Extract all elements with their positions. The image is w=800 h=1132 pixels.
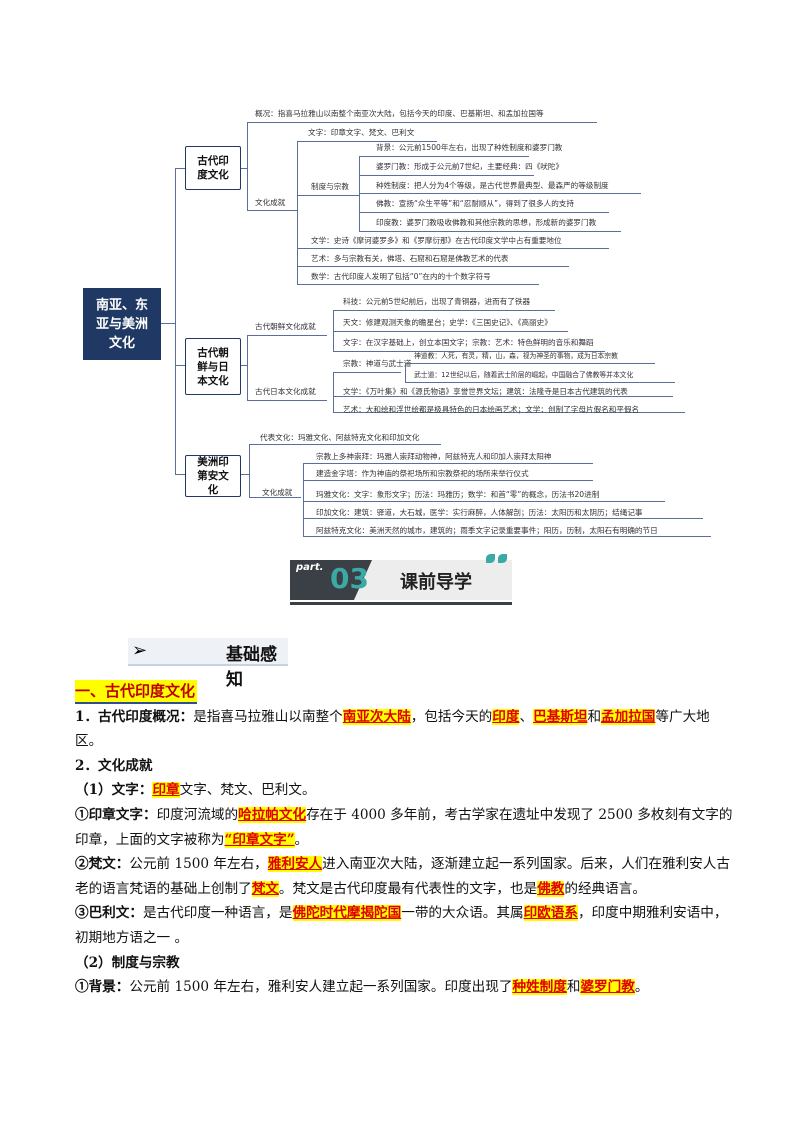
mind-map-americas-aztec: 阿兹特克文化：美洲天然的城市，建筑的；雨季文字记录重要事件；阳历，历制，太阳石有… — [316, 526, 658, 535]
paragraph-sanskrit: ②梵文：公元前 1500 年左右，雅利安人进入南亚次大陆，逐渐建立起一系列国家。… — [75, 856, 730, 897]
mind-map-japan-lit: 文学：《万叶集》和《源氏物语》享誉世界文坛；建筑：法隆寺是日本古代建筑的代表 — [343, 387, 628, 396]
mind-map-india-math: 数学：古代印度人发明了包括“0”在内的十个数字符号 — [311, 272, 491, 281]
mind-map-americas-religion: 宗教上多神崇拜：玛雅人崇拜动物神，阿兹特克人和印加人崇拜太阳神 — [316, 452, 552, 461]
leaf-icon — [498, 554, 507, 563]
paragraph-achievements-heading: 2．文化成就 — [75, 757, 153, 774]
paragraph-overview: 1．古代印度概况：是指喜马拉雅山以南整个南亚次大陆，包括今天的印度、巴基斯坦和孟… — [75, 708, 710, 750]
mind-map-japan-religion: 宗教：神道与武士道 — [343, 359, 412, 368]
body-text: 一、古代印度文化 1．古代印度概况：是指喜马拉雅山以南整个南亚次大陆，包括今天的… — [75, 680, 735, 1000]
mind-map-japan-art: 艺术：大和绘和浮世绘都是极具特色的日本绘画艺术；文学：创制了字母片假名和平假名 — [343, 405, 640, 414]
mind-map-india-overview: 概况：指喜马拉雅山以南整个南亚次大陆，包括今天的印度、巴基斯坦、和孟加拉国等 — [255, 109, 544, 118]
leaf-icon — [486, 554, 495, 563]
mind-map-india-caste: 种姓制度：把人分为4个等级，是古代世界最典型、最森严的等级制度 — [376, 181, 609, 190]
mind-map-japan-shinto: 神道教：人死，有灵，精，山，森，视为神圣的事物，成为日本宗教 — [414, 352, 618, 360]
mind-map-korea-japan-box: 古代朝鲜与日本文化 — [185, 338, 241, 395]
part-label: part. — [296, 562, 324, 573]
mind-map-americas-box: 美洲印第安文化 — [185, 455, 241, 497]
mind-map-india-background: 背景：公元前1500年左右，出现了种姓制度和婆罗门教 — [376, 143, 563, 152]
mind-map-americas-maya: 玛雅文化：文字：象形文字；历法：玛雅历；数学：和首“零”的概念，历法书20进制 — [316, 490, 600, 499]
mind-map-india-hinduism: 印度教：婆罗门教吸收佛教和其他宗教的思想，形成新的婆罗门教 — [376, 218, 597, 227]
mind-map-americas-representative: 代表文化：玛雅文化、阿兹特克文化和印加文化 — [260, 433, 420, 442]
mind-map-americas-achievements: 文化成就 — [262, 488, 293, 497]
paragraph-seal-script: ①印章文字：印度河流域的哈拉帕文化存在于 4000 多年前，考古学家在遗址中发现… — [75, 806, 733, 848]
mind-map-india-literature: 文学：史诗《摩诃婆罗多》和《罗摩衍那》在古代印度文学中占有重要地位 — [311, 236, 562, 245]
section-heading: ➢ 基础感知 — [128, 638, 288, 690]
heading-ancient-india: 一、古代印度文化 — [75, 680, 735, 705]
part-banner: part. 03 课前导学 — [290, 554, 512, 606]
mind-map-india-box: 古代印度文化 — [185, 146, 241, 190]
paragraph-writing: （1）文字：印章文字、梵文、巴利文。 — [75, 782, 316, 799]
paragraph-background: ①背景：公元前 1500 年左右，雅利安人建立起一系列国家。印度出现了种姓制度和… — [75, 979, 649, 996]
part-title: 课前导学 — [400, 572, 472, 593]
part-number: 03 — [330, 562, 369, 595]
mind-map-korea-writing: 文字：在汉字基础上，创立本国文字；宗教：艺术：特色鲜明的音乐和舞蹈 — [343, 338, 594, 347]
mind-map-japan: 古代日本文化成就 — [255, 387, 316, 396]
mind-map-root: 南亚、东亚与美洲文化 — [83, 288, 161, 360]
mind-map: 南亚、东亚与美洲文化 古代印度文化 概况：指喜马拉雅山以南整个南亚次大陆，包括今… — [0, 0, 800, 560]
paragraph-pali: ③巴利文：是古代印度一种语言，是佛陀时代摩揭陀国一带的大众语。其属印欧语系，印度… — [75, 905, 728, 946]
mind-map-korea-astronomy: 天文：修建观测天象的瞻星台；史学：《三国史记》、《高丽史》 — [343, 318, 552, 327]
mind-map-india-buddhism: 佛教：宣扬“众生平等”和“忍耐顺从”，得到了很多人的支持 — [376, 199, 574, 208]
mind-map-korea-science: 科技：公元前5世纪前后，出现了青铜器，进而有了铁器 — [343, 297, 531, 306]
arrow-icon: ➢ — [132, 640, 148, 661]
mind-map-india-brahmanism: 婆罗门教：形成于公元前7世纪，主要经典：四《吠陀》 — [376, 162, 564, 171]
mind-map-americas-inca: 印加文化：建筑：驿道，大石城，医学：实行麻醉，人体解剖；历法：太阳历和太阴历；结… — [316, 508, 643, 517]
mind-map-india-writing: 文字：印章文字、梵文、巴利文 — [308, 128, 415, 137]
mind-map-india-art: 艺术：多与宗教有关，佛塔、石窟和石窟是佛教艺术的代表 — [311, 254, 509, 263]
mind-map-india-achievements: 文化成就 — [255, 198, 286, 207]
mind-map-india-system-religion: 制度与宗教 — [311, 182, 349, 191]
section-title: 基础感知 — [226, 645, 277, 690]
mind-map-korea: 古代朝鲜文化成就 — [255, 322, 316, 331]
paragraph-system-religion-heading: （2）制度与宗教 — [75, 954, 180, 971]
mind-map-japan-bushido: 武士道：12世纪以后，随着武士阶层的崛起，中国融合了佛教等并本文化 — [414, 371, 634, 379]
mind-map-americas-writing: 建造金字塔：作为神庙的祭祀场所和宗教祭祀的场所来举行仪式 — [316, 469, 529, 478]
